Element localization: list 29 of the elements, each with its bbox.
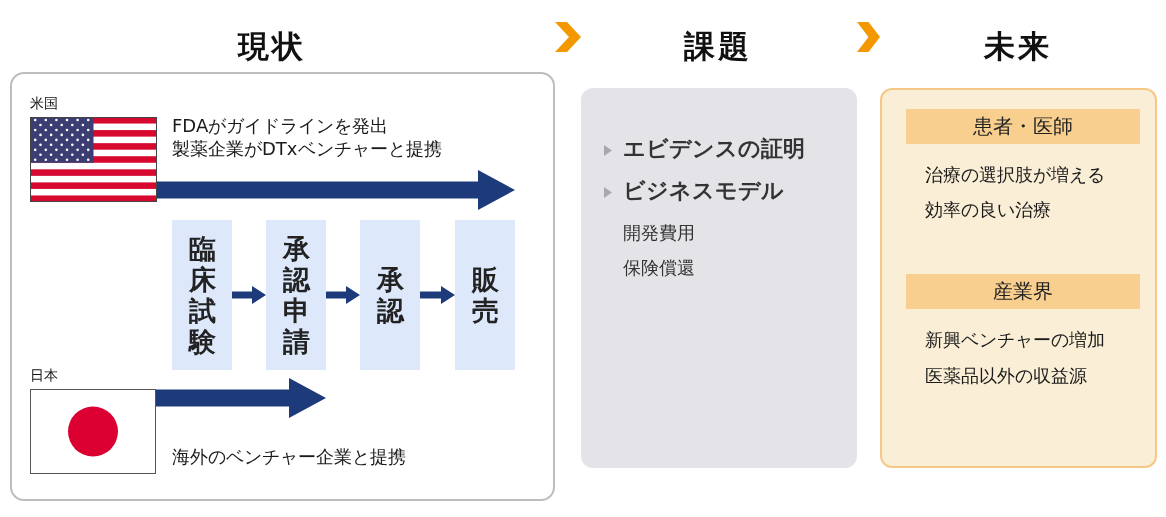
country-label: 日本 [30,367,58,384]
column-heading: 未来 [984,27,1052,66]
arrow [232,286,266,304]
chevron-arrow [857,22,880,52]
description-text: 海外のベンチャー企業と提携 [172,446,406,468]
column-heading: 課題 [684,27,752,66]
process-step: 承認 [360,220,420,370]
list-item: 医薬品以外の収益源 [925,365,1087,387]
list-item: ビジネスモデル [623,178,784,204]
list-item: 治療の選択肢が増える [925,164,1105,186]
description-text: 製薬企業がDTxベンチャーと提携 [172,138,442,160]
category-band: 患者・医師 [906,109,1140,144]
process-step: 臨床試験 [172,220,232,370]
column-heading: 現状 [238,27,306,66]
arrow [420,286,455,304]
country-label: 米国 [30,95,58,112]
list-item: エビデンスの証明 [623,136,805,162]
list-item: 効率の良い治療 [925,199,1051,221]
process-step: 販売 [455,220,515,370]
list-item: 保険償還 [623,257,695,279]
block-arrow [157,170,515,210]
list-item: 開発費用 [623,222,695,244]
block-arrow [156,378,326,418]
description-text: FDAがガイドラインを発出 [172,115,389,137]
category-band: 産業界 [906,274,1140,309]
list-item: 新興ベンチャーの増加 [925,329,1105,351]
process-step: 承認申請 [266,220,326,370]
chevron-arrow [555,22,581,52]
arrow [326,286,360,304]
